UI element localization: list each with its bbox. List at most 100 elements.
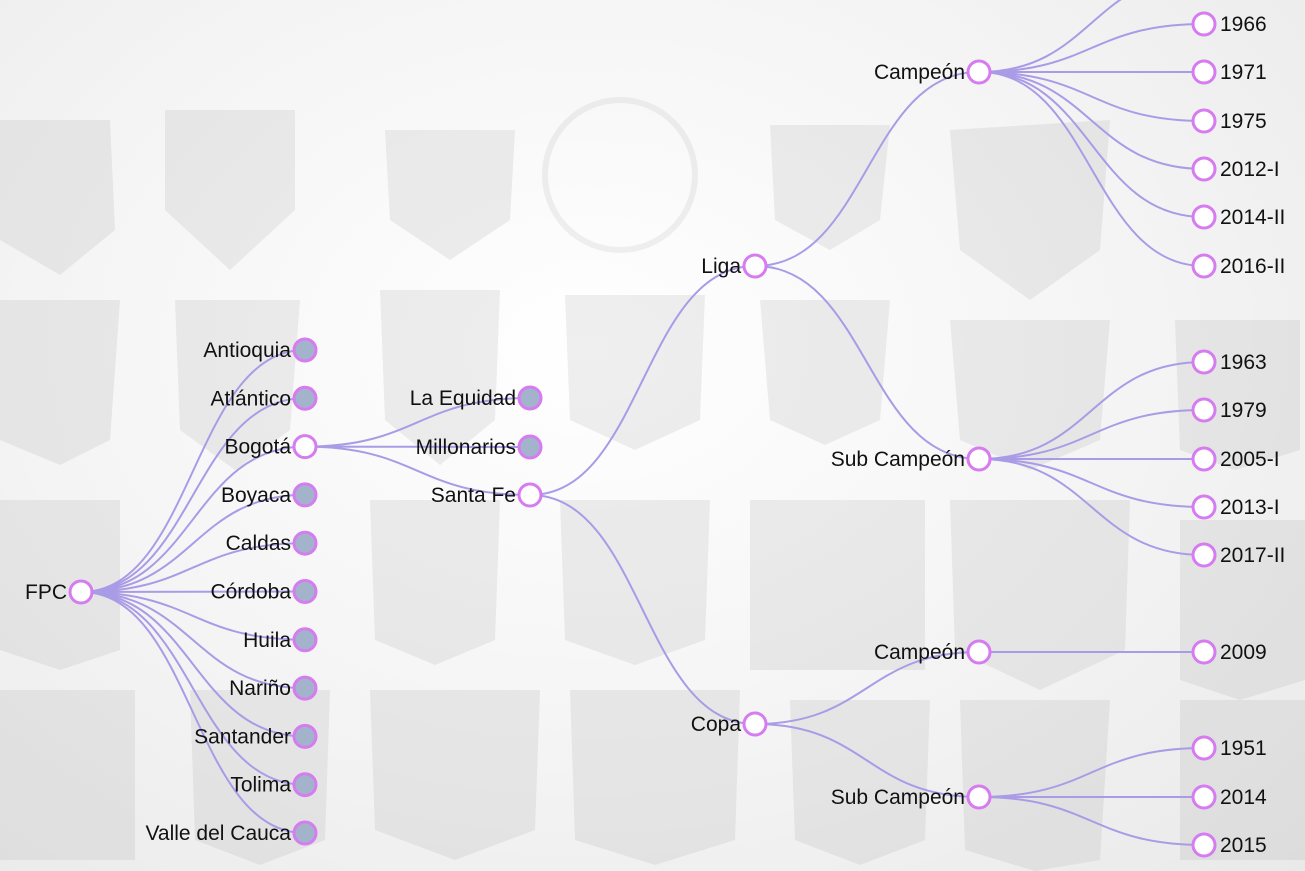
- node-antioquia[interactable]: Antioquia: [203, 337, 318, 363]
- node-copa-sub-years-2015-circle[interactable]: [1191, 832, 1217, 858]
- node-bogota-circle[interactable]: [292, 434, 318, 460]
- node-bogota[interactable]: Bogotá: [224, 434, 318, 460]
- node-liga-campeon-years-2014-ii-circle[interactable]: [1191, 204, 1217, 230]
- node-valle-del-cauca-label: Valle del Cauca: [145, 822, 291, 845]
- node-tolima-circle[interactable]: [292, 772, 318, 798]
- node-liga-campeon-label: Campeón: [874, 61, 965, 84]
- node-liga-sub-years-2005-i-circle[interactable]: [1191, 446, 1217, 472]
- node-liga-campeon-years-2012-i[interactable]: 2012-I: [1191, 156, 1280, 182]
- link-liga-sub-years-1963: [978, 361, 1205, 460]
- node-liga-campeon-years-1975-label: 1975: [1220, 110, 1267, 133]
- node-liga-sub-years-1979-circle[interactable]: [1191, 397, 1217, 423]
- node-valle-del-cauca[interactable]: Valle del Cauca: [145, 820, 318, 846]
- node-liga-campeon-years-2016-ii[interactable]: 2016-II: [1191, 253, 1285, 279]
- node-copa-sub-years-2014[interactable]: 2014: [1191, 784, 1267, 810]
- node-liga-campeon-years-1975[interactable]: 1975: [1191, 108, 1267, 134]
- node-atlantico-label: Atlántico: [210, 387, 291, 410]
- node-copa-campeon-label: Campeón: [874, 641, 965, 664]
- node-cordoba-circle[interactable]: [292, 579, 318, 604]
- link-copa-sub-years-1951: [978, 747, 1205, 798]
- node-liga-campeon-years-2014-ii[interactable]: 2014-II: [1191, 204, 1285, 230]
- node-liga-campeon-circle[interactable]: [966, 59, 992, 85]
- node-copa-sub-years-2015[interactable]: 2015: [1191, 832, 1267, 858]
- node-copa-campeon-years-2009[interactable]: 2009: [1191, 639, 1267, 665]
- node-liga-campeon-years-1966-label: 1966: [1220, 13, 1267, 36]
- node-liga-sub-years-1963-circle[interactable]: [1191, 349, 1217, 375]
- link-copa-sub-campeon: [754, 723, 980, 798]
- node-tolima-label: Tolima: [230, 774, 291, 797]
- node-copa[interactable]: Copa: [691, 711, 768, 737]
- node-liga-sub-years-2017-ii[interactable]: 2017-II: [1191, 542, 1285, 568]
- node-liga-campeon-years-1975-circle[interactable]: [1191, 108, 1217, 134]
- link-copa-sub-years-2015: [978, 796, 1205, 846]
- node-copa-campeon[interactable]: Campeón: [874, 639, 992, 665]
- node-santander-circle[interactable]: [292, 723, 318, 749]
- link-santa-fe-copa: [529, 494, 756, 725]
- node-la-equidad[interactable]: La Equidad: [410, 385, 543, 411]
- link-santa-fe-liga: [529, 265, 756, 496]
- node-liga[interactable]: Liga: [701, 253, 768, 279]
- node-copa-sub-years-1951-circle[interactable]: [1191, 735, 1217, 761]
- node-millonarios-circle[interactable]: [517, 434, 543, 460]
- node-santander-label: Santander: [194, 725, 291, 748]
- node-copa-sub-years-2014-circle[interactable]: [1191, 784, 1217, 810]
- link-liga-campeon-offscreen: [978, 0, 1122, 73]
- node-liga-sub-years-1979[interactable]: 1979: [1191, 397, 1267, 423]
- node-liga-campeon-years-2016-ii-circle[interactable]: [1191, 253, 1217, 279]
- node-liga-sub-years-2013-i-circle[interactable]: [1191, 494, 1217, 520]
- node-liga-campeon-years-1971[interactable]: 1971: [1191, 59, 1267, 85]
- node-liga-sub-campeon-circle[interactable]: [966, 446, 992, 472]
- node-liga-sub-campeon[interactable]: Sub Campeón: [831, 446, 992, 472]
- node-copa-campeon-years-2009-circle[interactable]: [1191, 639, 1217, 665]
- node-liga-campeon-years-2016-ii-label: 2016-II: [1220, 255, 1285, 278]
- node-copa-campeon-years-2009-label: 2009: [1220, 641, 1267, 664]
- node-copa-sub-campeon-circle[interactable]: [966, 784, 992, 810]
- node-narino[interactable]: Nariño: [229, 675, 318, 701]
- node-atlantico[interactable]: Atlántico: [210, 385, 318, 411]
- node-atlantico-circle[interactable]: [292, 385, 318, 411]
- node-liga-sub-years-1963[interactable]: 1963: [1191, 349, 1267, 375]
- node-copa-sub-campeon-label: Sub Campeón: [831, 786, 965, 809]
- node-cordoba[interactable]: Córdoba: [210, 579, 318, 604]
- link-liga-campeon: [754, 71, 980, 267]
- node-liga-campeon-years-1966[interactable]: 1966: [1191, 11, 1267, 37]
- team-crest-watermarks: [0, 97, 1305, 871]
- node-liga-campeon-years-2012-i-circle[interactable]: [1191, 156, 1217, 182]
- node-caldas[interactable]: Caldas: [226, 530, 318, 556]
- node-huila-circle[interactable]: [292, 627, 318, 653]
- node-la-equidad-circle[interactable]: [517, 385, 543, 411]
- link-liga-sub-years-1979: [978, 409, 1205, 460]
- node-liga-campeon[interactable]: Campeón: [874, 59, 992, 85]
- node-copa-sub-campeon[interactable]: Sub Campeón: [831, 784, 992, 810]
- node-caldas-circle[interactable]: [292, 530, 318, 556]
- node-antioquia-circle[interactable]: [292, 337, 318, 363]
- node-boyaca[interactable]: Boyaca: [221, 482, 318, 508]
- node-liga-circle[interactable]: [742, 253, 768, 279]
- link-liga-sub-campeon: [754, 265, 980, 460]
- node-millonarios[interactable]: Millonarios: [416, 434, 543, 460]
- node-fpc[interactable]: FPC: [25, 579, 94, 605]
- node-tolima[interactable]: Tolima: [230, 772, 318, 798]
- node-liga-sub-years-2013-i[interactable]: 2013-I: [1191, 494, 1280, 520]
- link-fpc-antioquia: [80, 349, 306, 593]
- node-liga-sub-years-2005-i[interactable]: 2005-I: [1191, 446, 1280, 472]
- node-liga-campeon-years-1971-circle[interactable]: [1191, 59, 1217, 85]
- node-santa-fe-circle[interactable]: [517, 482, 543, 508]
- node-fpc-circle[interactable]: [68, 579, 94, 605]
- node-santander[interactable]: Santander: [194, 723, 318, 749]
- node-copa-sub-years-1951[interactable]: 1951: [1191, 735, 1267, 761]
- node-liga-sub-years-2005-i-label: 2005-I: [1220, 448, 1280, 471]
- node-copa-circle[interactable]: [742, 711, 768, 737]
- node-liga-campeon-years-1966-circle[interactable]: [1191, 11, 1217, 37]
- node-copa-campeon-circle[interactable]: [966, 639, 992, 665]
- node-boyaca-circle[interactable]: [292, 482, 318, 508]
- node-liga-sub-years-2017-ii-circle[interactable]: [1191, 542, 1217, 568]
- node-valle-del-cauca-circle[interactable]: [292, 820, 318, 846]
- link-fpc-valle-del-cauca: [80, 591, 306, 834]
- link-liga-sub-years-2013-i: [978, 458, 1205, 508]
- node-santa-fe[interactable]: Santa Fe: [431, 482, 543, 508]
- node-narino-circle[interactable]: [292, 675, 318, 701]
- node-huila[interactable]: Huila: [243, 627, 318, 653]
- link-fpc-narino: [80, 591, 306, 690]
- node-antioquia-label: Antioquia: [203, 339, 291, 362]
